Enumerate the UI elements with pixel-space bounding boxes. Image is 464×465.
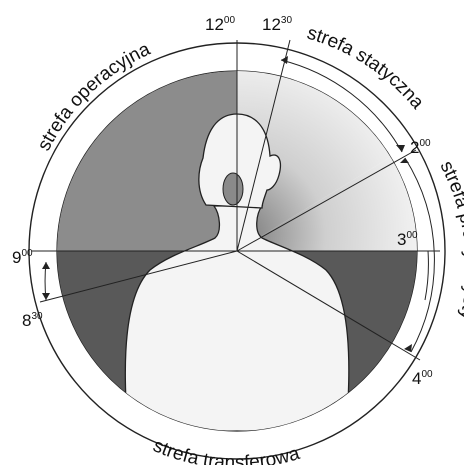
right-range-arrow [425, 251, 428, 300]
clock-label-8-30: 830 [22, 311, 43, 330]
clock-label-12-30: 1230 [262, 15, 292, 34]
clock-label-4-00: 400 [412, 369, 433, 388]
clock-label-12-00: 1200 [205, 15, 235, 34]
zone-label-transfer: strefa transferowa [150, 435, 302, 465]
operating-field-ellipse [223, 173, 243, 205]
